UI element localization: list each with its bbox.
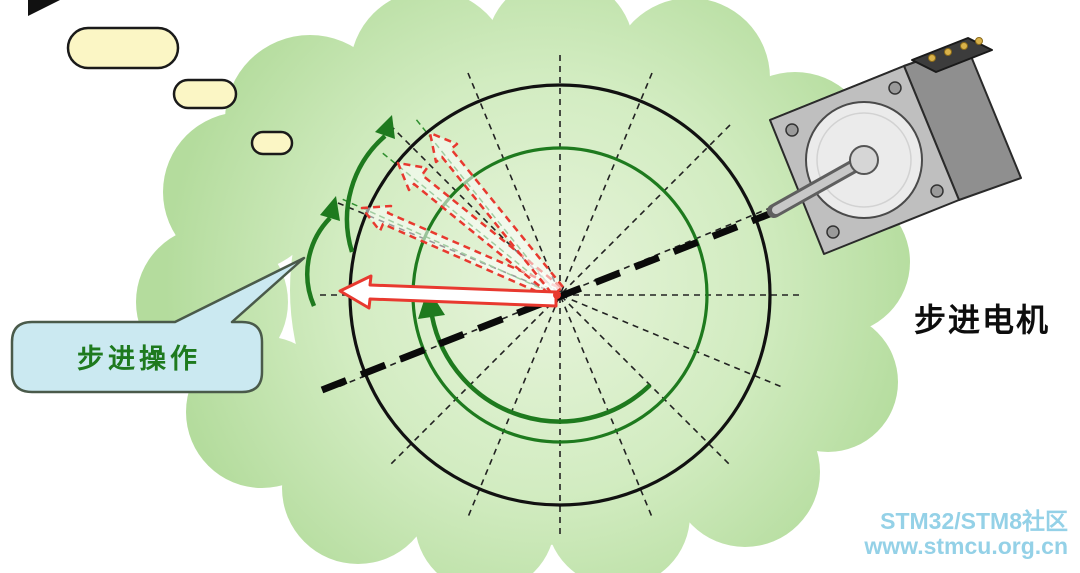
motor-screw [826,225,840,239]
dashed-step-arrow-3 [428,131,565,297]
dashed-spoke [389,124,731,466]
cloud-bump [486,0,634,124]
motor-label: 步进电机 [914,302,1050,338]
motor-shaft [772,161,860,214]
watermark-line1: STM32/STM8社区 [880,508,1068,534]
dashed-step-arrow-1 [360,204,560,301]
thought-bubbles [66,26,294,156]
motor-screw [785,123,799,137]
step-curve-large [344,134,387,253]
rotation-arc-arrowhead-icon [418,288,445,319]
thought-bubble-large [66,26,180,70]
watermark-line2: www.stmcu.org.cn [863,533,1068,559]
stepper-motor-illustration [767,37,1022,255]
speech-bubble-label: 步进操作 [77,344,201,374]
step-curve-large-arrowhead-icon [375,115,395,139]
dashed-spoke [467,72,653,518]
thought-bubble-medium [172,78,238,110]
dashed-spoke [389,124,731,466]
cloud-bump [163,112,323,272]
speech-bubble [10,256,306,394]
shaft-axis-dashed-line [320,209,774,394]
corner-decoration [28,0,60,16]
motor-screw [888,81,902,95]
step-curved-arrows [305,134,387,307]
connector-pin [944,48,952,56]
rotation-arc [429,315,652,424]
rotor-center-dot [553,291,561,299]
step-curve-small-arrowhead-icon [320,196,340,221]
motor-connector [911,37,993,73]
motor-hub [849,145,879,175]
connector-pin [960,42,968,50]
step-curve-small [305,216,332,307]
thought-bubble-small [250,130,294,156]
motor-screw [930,184,944,198]
rotor-arrow-solid [338,274,558,310]
cloud-bump [546,443,690,573]
motor-connector-pins [928,37,983,62]
connector-pin [975,37,983,45]
motor-screws [785,81,944,239]
connector-pin [928,54,936,62]
cloud-bump [415,452,555,573]
dashed-step-arrows [360,131,565,301]
cloud-bump [670,397,820,547]
dashed-spoke [467,72,653,518]
cloud-bump [350,0,510,150]
motor-face-ring [816,112,912,208]
dashed-step-arrow-2 [396,161,563,299]
